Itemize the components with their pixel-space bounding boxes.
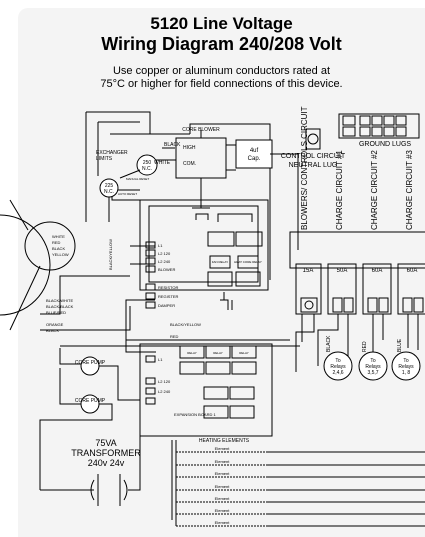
limit-225-nc: N.C. bbox=[104, 189, 114, 195]
transformer-voltages: 240v 24v bbox=[88, 458, 125, 468]
ground-lugs-label: GROUND LUGS bbox=[359, 141, 411, 148]
cap-label-2: Cap. bbox=[248, 156, 261, 162]
main-term-l2-240: L2 240 bbox=[158, 259, 171, 264]
relay-2-l1: To bbox=[370, 358, 376, 364]
relay-1-l2: Relays bbox=[330, 364, 346, 370]
blower-com-label: COM. bbox=[183, 161, 196, 167]
blower-label: CORE BLOWER bbox=[182, 127, 220, 133]
bundle-black-2: BLACK bbox=[46, 328, 59, 333]
element-3: Element bbox=[215, 471, 231, 476]
manual-reset: MANUAL RESET bbox=[126, 177, 149, 181]
heat-relay-label: HEAT CORE RELAY bbox=[234, 260, 262, 264]
core-pump-2: CORE PUMP bbox=[75, 398, 106, 404]
breaker-3-wire: BLUE bbox=[397, 338, 403, 352]
bundle-blue-red: BLUE/RED bbox=[46, 310, 66, 315]
relay-3-l1: To bbox=[403, 358, 409, 364]
subtitle-line-1: Use copper or aluminum conductors rated … bbox=[112, 65, 331, 77]
limit-250-nc: N.C. bbox=[142, 166, 152, 172]
breaker-2-label: CHARGE CIRCUIT #1 bbox=[335, 150, 344, 230]
subtitle-line-2: 75°C or higher for field connections of … bbox=[100, 78, 343, 90]
transformer-va: 75VA bbox=[95, 438, 116, 448]
main-term-l1: L1 bbox=[158, 243, 163, 248]
fan-relay-label: FAN RELAY bbox=[212, 260, 228, 264]
bundle-black: BLACK bbox=[52, 246, 65, 251]
relay-1-l1: To bbox=[335, 358, 341, 364]
expansion-label: EXPANSION BOARD 1 bbox=[174, 412, 216, 417]
main-term-blower: BLOWER bbox=[158, 267, 175, 272]
main-term-resistor: RESISTOR bbox=[158, 285, 178, 290]
bundle-black-black: BLACK/BLACK bbox=[46, 304, 74, 309]
wire-black-yellow-vertical: BLACK/YELLOW bbox=[108, 239, 113, 270]
relay-2-l2: Relays bbox=[365, 364, 381, 370]
breaker-4-rating: 60A bbox=[407, 268, 418, 274]
element-6: Element bbox=[215, 508, 231, 513]
control-label-1: CONTROL CIRCUIT bbox=[281, 153, 346, 160]
bundle-yellow: YELLOW bbox=[52, 252, 69, 257]
heating-elements-label: HEATING ELEMENTS bbox=[199, 438, 250, 444]
relay-3-l2: Relays bbox=[398, 364, 414, 370]
bundle-black-white: BLACK/WHITE bbox=[46, 298, 73, 303]
element-4: Element bbox=[215, 484, 231, 489]
exchanger-label-2: LIMITS bbox=[96, 156, 113, 162]
breaker-3-rating: 60A bbox=[372, 268, 383, 274]
breaker-2-rating: 50A bbox=[337, 268, 348, 274]
main-term-damper: DAMPER bbox=[158, 303, 175, 308]
bundle-red: RED bbox=[52, 240, 61, 245]
breaker-2-wire: RED bbox=[362, 341, 368, 352]
element-5: Element bbox=[215, 496, 231, 501]
limit-250: 250 bbox=[143, 160, 152, 166]
wire-black-yellow-bus: BLACK/YELLOW bbox=[170, 322, 201, 327]
exp-relay-2: RELAY bbox=[213, 351, 223, 355]
breaker-1-wire: BLACK bbox=[326, 335, 332, 352]
auto-reset: AUTO RESET bbox=[118, 192, 137, 196]
exchanger-label-1: EXCHANGER bbox=[96, 150, 128, 156]
exp-relay-3: RELAY bbox=[239, 351, 249, 355]
breaker-1-rating: 15A bbox=[303, 268, 314, 274]
exp-term-l2-240: L2 240 bbox=[158, 389, 171, 394]
bundle-orange: ORANGE bbox=[46, 322, 64, 327]
relay-1-l3: 2,4,6 bbox=[332, 370, 343, 376]
limit-225: 225 bbox=[105, 183, 114, 189]
main-term-l2-120: L2 120 bbox=[158, 251, 171, 256]
main-term-register: REGISTER bbox=[158, 294, 179, 299]
wire-black-top: BLACK bbox=[164, 142, 181, 148]
element-2: Element bbox=[215, 459, 231, 464]
title-line-2: Wiring Diagram 240/208 Volt bbox=[101, 34, 342, 54]
exp-relay-1: RELAY bbox=[187, 351, 197, 355]
transformer-label: TRANSFORMER bbox=[71, 448, 141, 458]
breaker-1-label: BLOWERS/ CONTROLS CIRCUIT bbox=[300, 106, 309, 230]
core-pump-1: CORE PUMP bbox=[75, 360, 106, 366]
breaker-3-label: CHARGE CIRCUIT #2 bbox=[370, 150, 379, 230]
element-1: Element bbox=[215, 446, 231, 451]
relay-2-l3: 3,5,7 bbox=[367, 370, 378, 376]
breaker-4-label: CHARGE CIRCUIT #3 bbox=[405, 150, 414, 230]
control-label-2: NEUTRAL LUG bbox=[289, 162, 338, 169]
title-line-1: 5120 Line Voltage bbox=[150, 14, 293, 33]
relay-3-l3: 1, 8 bbox=[402, 370, 411, 376]
exp-term-l2-120: L2 120 bbox=[158, 379, 171, 384]
blower-high-label: HIGH bbox=[183, 145, 196, 151]
element-7: Element bbox=[215, 520, 231, 525]
wire-white-top: WHITE bbox=[154, 160, 171, 166]
wire-red-bus: RED bbox=[170, 334, 179, 339]
bundle-white: WHITE bbox=[52, 234, 65, 239]
exp-term-l1: L1 bbox=[158, 357, 163, 362]
cap-label-1: 4uf bbox=[250, 148, 259, 154]
